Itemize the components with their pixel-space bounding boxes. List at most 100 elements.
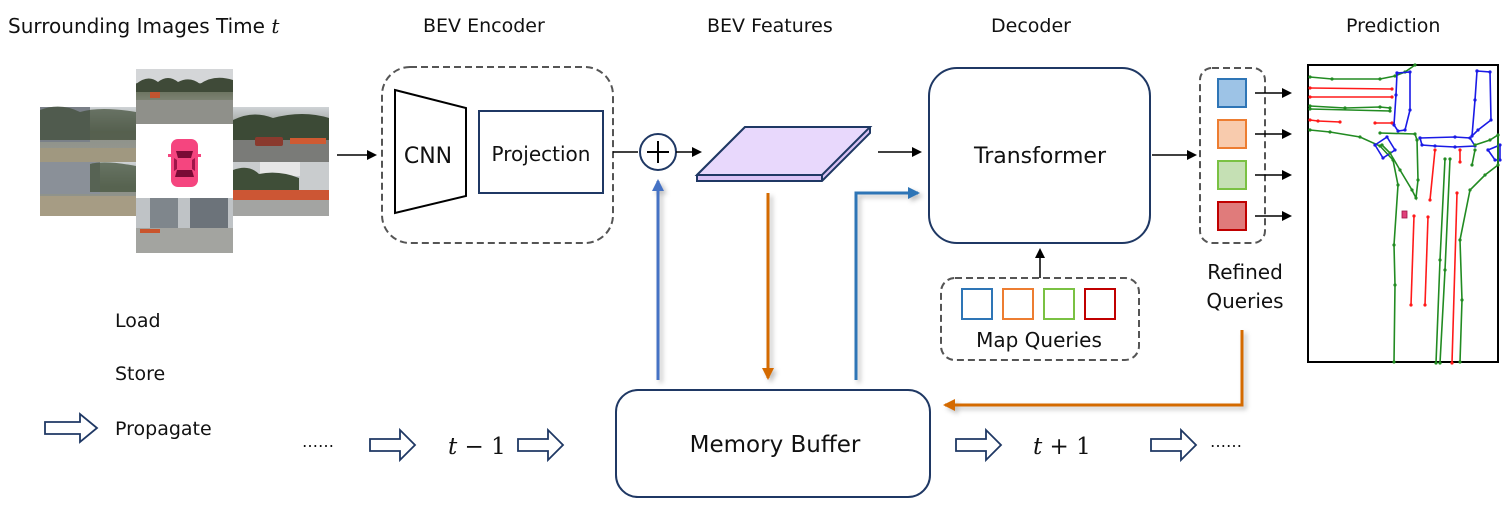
refined-label-line2: Queries: [1206, 289, 1283, 313]
refined-label-line1: Refined: [1207, 260, 1283, 284]
map-element-vertex: [1403, 128, 1407, 132]
bev-encoder-title: BEV Encoder: [423, 15, 545, 37]
map-element-vertex: [1308, 104, 1312, 108]
map-element-polyline: [1309, 87, 1393, 90]
camera-front-image: [136, 69, 233, 124]
map-query-orange: [1002, 288, 1034, 320]
map-element-polyline: [1424, 216, 1429, 306]
map-element-vertex: [1308, 118, 1312, 122]
map-element-vertex: [1475, 69, 1479, 73]
map-element-vertex: [1438, 258, 1442, 262]
map-element-polyline: [1471, 149, 1476, 166]
map-element-vertex: [1489, 118, 1493, 122]
refined-queries-group: [1199, 67, 1266, 244]
map-element-vertex: [1498, 143, 1502, 147]
map-element-vertex: [1468, 188, 1472, 192]
surrounding-images-title: Surrounding Images Time t: [8, 14, 279, 38]
map-element-polyline: [1393, 71, 1411, 132]
map-element-vertex: [1385, 135, 1389, 139]
refined-query-blue: [1217, 78, 1247, 108]
map-element-vertex: [1473, 98, 1477, 102]
camera-back-left-image: [40, 162, 136, 216]
map-element-vertex: [1395, 71, 1399, 75]
camera-back-right-image: [233, 162, 329, 216]
decoder-title: Decoder: [991, 15, 1071, 37]
map-element-vertex: [1392, 360, 1396, 364]
map-element-vertex: [1378, 77, 1382, 81]
map-element-vertex: [1470, 163, 1474, 167]
timeline-prev-step: t − 1: [448, 434, 506, 460]
map-element-vertex: [1458, 360, 1462, 364]
legend-store-label: Store: [115, 363, 165, 385]
map-element-vertex: [1434, 361, 1438, 365]
surrounding-camera-images: [40, 69, 329, 253]
map-element-vertex: [1453, 145, 1457, 149]
map-element-polyline: [1419, 136, 1477, 148]
map-element-vertex: [1316, 119, 1320, 123]
map-element-vertex: [1413, 132, 1417, 136]
map-element-vertex: [1380, 143, 1384, 147]
map-element-vertex: [1388, 106, 1392, 110]
map-element-vertex: [1493, 158, 1497, 162]
legend: Load Store Propagate: [44, 310, 212, 444]
map-element-vertex: [1412, 214, 1416, 218]
map-element-polyline: [1309, 105, 1391, 109]
map-element-vertex: [1338, 120, 1342, 124]
propagate-arrow-4: [1150, 427, 1198, 463]
map-element-vertex: [1392, 243, 1396, 247]
map-element-polyline: [1309, 108, 1391, 112]
map-element-vertex: [1486, 148, 1490, 152]
map-element-vertex: [1408, 70, 1412, 74]
propagate-arrow-2: [517, 427, 565, 463]
map-element-vertex: [1308, 128, 1312, 132]
store-refined-queries-arrow: [943, 330, 1244, 411]
cnn-label: CNN: [404, 144, 452, 169]
map-element-vertex: [1415, 138, 1419, 142]
map-element-vertex: [1468, 136, 1472, 140]
map-element-polyline: [1451, 192, 1458, 364]
map-element-vertex: [1328, 130, 1332, 134]
prediction-map: [1307, 63, 1502, 365]
map-element-vertex: [1433, 144, 1437, 148]
propagate-arrow-1: [369, 427, 417, 463]
map-element-vertex: [1308, 95, 1312, 99]
prediction-title: Prediction: [1346, 15, 1441, 37]
map-element-vertex: [1373, 121, 1377, 125]
bev-features-plane: [694, 126, 873, 182]
map-element-vertex: [1496, 163, 1500, 167]
map-query-red: [1084, 288, 1116, 320]
map-element-vertex: [1473, 148, 1477, 152]
load-to-transformer-arrow: [854, 187, 920, 380]
sum-node: [639, 133, 677, 171]
projection-label: Projection: [492, 142, 591, 166]
bev-features-title: BEV Features: [707, 15, 833, 37]
map-queries-label: Map Queries: [976, 328, 1102, 352]
map-element-vertex: [1414, 196, 1418, 200]
map-element-vertex: [1381, 156, 1385, 160]
map-element-vertex: [1443, 157, 1447, 161]
memory-buffer-block: [615, 389, 931, 498]
map-element-vertex: [1470, 134, 1474, 138]
map-element-vertex: [1396, 129, 1400, 133]
map-element-vertex: [1488, 70, 1492, 74]
map-element-vertex: [1390, 95, 1394, 99]
map-element-vertex: [1330, 77, 1334, 81]
map-element-vertex: [1450, 361, 1454, 365]
map-element-polyline: [1309, 64, 1416, 80]
map-element-vertex: [1393, 148, 1397, 152]
map-element-vertex: [1410, 188, 1414, 192]
map-element-vertex: [1426, 215, 1430, 219]
prediction-map-polylines: [1308, 63, 1502, 365]
map-element-vertex: [1394, 93, 1398, 97]
map-element-vertex: [1473, 143, 1477, 147]
time-variable: t: [271, 14, 280, 38]
camera-front-right-image: [233, 107, 329, 162]
surrounding-images-text: Surrounding Images Time: [8, 14, 265, 38]
transformer-block: [928, 67, 1151, 244]
refined-query-squares: [1217, 78, 1292, 231]
map-element-vertex: [1308, 107, 1312, 111]
map-element-vertex: [1458, 160, 1462, 164]
map-element-vertex: [1488, 138, 1492, 142]
map-element-vertex: [1396, 183, 1400, 187]
